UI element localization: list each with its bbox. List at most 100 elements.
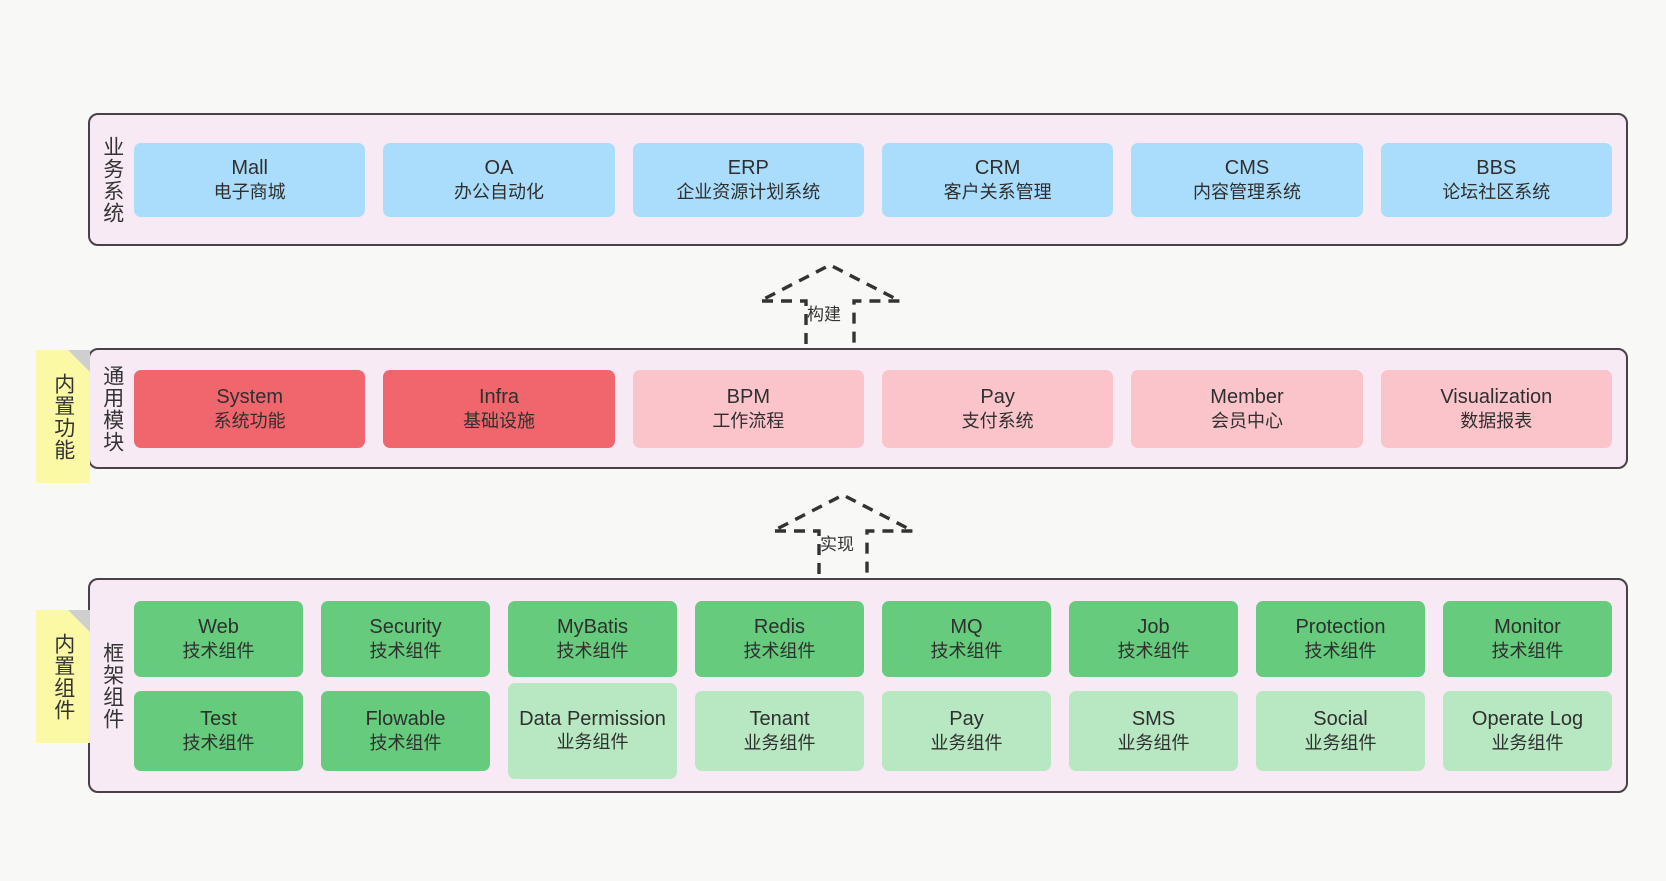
node-title: Test	[200, 707, 237, 730]
sticky-note-label: 内置组件	[51, 632, 75, 721]
node-subtitle: 支付系统	[961, 410, 1034, 431]
node-cms[interactable]: CMS 内容管理系统	[1131, 142, 1363, 217]
node-job[interactable]: Job 技术组件	[1069, 600, 1238, 677]
node-sms[interactable]: SMS 业务组件	[1069, 690, 1238, 771]
node-row: Web 技术组件 Security 技术组件 MyBatis 技术组件 Redi…	[134, 600, 1612, 677]
node-title: Member	[1210, 385, 1284, 408]
node-subtitle: 企业资源计划系统	[676, 181, 821, 202]
node-mall[interactable]: Mall 电子商城	[134, 142, 366, 217]
node-row: Mall 电子商城 OA 办公自动化 ERP 企业资源计划系统 CRM 客户关系…	[134, 142, 1612, 217]
node-title: Pay	[949, 707, 984, 730]
node-title: MQ	[950, 615, 983, 638]
node-subtitle: 技术组件	[743, 640, 816, 661]
node-row: Test 技术组件 Flowable 技术组件 Data Permission …	[134, 682, 1612, 779]
node-title: Visualization	[1440, 385, 1553, 408]
node-subtitle: 业务组件	[556, 731, 629, 752]
node-monitor[interactable]: Monitor 技术组件	[1443, 600, 1612, 677]
node-crm[interactable]: CRM 客户关系管理	[881, 142, 1114, 217]
node-subtitle: 业务组件	[743, 732, 816, 753]
node-tenant[interactable]: Tenant 业务组件	[695, 690, 864, 771]
node-subtitle: 业务组件	[1491, 732, 1564, 753]
node-title: SMS	[1131, 707, 1176, 730]
node-title: BPM	[726, 385, 770, 408]
node-subtitle: 业务组件	[1304, 732, 1377, 753]
node-title: CMS	[1224, 156, 1270, 179]
node-subtitle: 论坛社区系统	[1442, 181, 1551, 202]
node-title: Redis	[753, 615, 806, 638]
layer-label-common-module: 通用模块	[100, 364, 124, 453]
node-row: System 系统功能 Infra 基础设施 BPM 工作流程 Pay 支付系统…	[134, 369, 1612, 448]
arrow-implement: 实现	[770, 492, 916, 575]
layer-body-business-system: Mall 电子商城 OA 办公自动化 ERP 企业资源计划系统 CRM 客户关系…	[134, 115, 1626, 244]
arrow-build-shape	[759, 263, 901, 344]
layer-body-common-module: System 系统功能 Infra 基础设施 BPM 工作流程 Pay 支付系统…	[134, 350, 1626, 467]
node-title: CRM	[974, 156, 1021, 179]
node-subtitle: 业务组件	[1117, 732, 1190, 753]
node-subtitle: 技术组件	[369, 732, 442, 753]
node-title: Web	[198, 615, 239, 638]
node-subtitle: 会员中心	[1210, 410, 1283, 431]
node-protection[interactable]: Protection 技术组件	[1256, 600, 1425, 677]
node-title: MyBatis	[556, 615, 629, 638]
node-subtitle: 办公自动化	[453, 181, 544, 202]
node-subtitle: 技术组件	[1117, 640, 1190, 661]
node-operate-log[interactable]: Operate Log 业务组件	[1443, 690, 1612, 771]
layer-label-framework-component: 框架组件	[100, 641, 124, 730]
node-bbs[interactable]: BBS 论坛社区系统	[1380, 142, 1612, 217]
node-title: Pay	[980, 385, 1015, 408]
node-erp[interactable]: ERP 企业资源计划系统	[632, 142, 864, 217]
node-title: Social	[1313, 707, 1368, 730]
layer-label-business-system: 业务系统	[100, 135, 124, 224]
node-subtitle: 业务组件	[930, 732, 1003, 753]
arrow-implement-shape	[772, 493, 914, 574]
node-subtitle: 数据报表	[1460, 410, 1533, 431]
layer-framework-component: 框架组件 Web 技术组件 Security 技术组件 MyBatis 技术组件…	[88, 578, 1628, 793]
sticky-note-label: 内置功能	[51, 372, 75, 461]
node-subtitle: 内容管理系统	[1192, 181, 1301, 202]
node-subtitle: 技术组件	[182, 640, 255, 661]
node-bpm[interactable]: BPM 工作流程	[632, 369, 864, 448]
arrow-build: 构建	[757, 262, 903, 345]
layer-business-system: 业务系统 Mall 电子商城 OA 办公自动化 ERP 企业资源计划系统 CRM…	[88, 113, 1628, 246]
layer-common-module: 通用模块 System 系统功能 Infra 基础设施 BPM 工作流程 Pay…	[88, 348, 1628, 469]
sticky-note-builtin-component: 内置组件	[36, 610, 90, 743]
node-test[interactable]: Test 技术组件	[134, 690, 303, 771]
node-title: OA	[484, 156, 514, 179]
node-title: Operate Log	[1471, 707, 1584, 730]
node-social[interactable]: Social 业务组件	[1256, 690, 1425, 771]
node-title: System	[216, 385, 283, 408]
node-subtitle: 技术组件	[182, 732, 255, 753]
node-visualization[interactable]: Visualization 数据报表	[1380, 369, 1612, 448]
node-title: BBS	[1476, 156, 1517, 179]
node-oa[interactable]: OA 办公自动化	[383, 142, 615, 217]
node-flowable[interactable]: Flowable 技术组件	[321, 690, 490, 771]
node-title: Infra	[478, 385, 519, 408]
node-subtitle: 电子商城	[213, 181, 286, 202]
node-member[interactable]: Member 会员中心	[1131, 369, 1363, 448]
node-pay[interactable]: Pay 支付系统	[881, 369, 1114, 448]
node-mq[interactable]: MQ 技术组件	[882, 600, 1051, 677]
node-pay-business[interactable]: Pay 业务组件	[882, 690, 1051, 771]
arrow-implement-label: 实现	[820, 535, 854, 554]
node-title: Data Permission	[519, 707, 666, 730]
node-data-permission[interactable]: Data Permission 业务组件	[508, 682, 677, 779]
node-title: Monitor	[1494, 615, 1561, 638]
node-redis[interactable]: Redis 技术组件	[695, 600, 864, 677]
node-infra[interactable]: Infra 基础设施	[383, 369, 615, 448]
node-security[interactable]: Security 技术组件	[321, 600, 490, 677]
node-web[interactable]: Web 技术组件	[134, 600, 303, 677]
node-title: Flowable	[365, 707, 446, 730]
node-subtitle: 系统功能	[213, 410, 286, 431]
node-title: Tenant	[749, 707, 810, 730]
node-title: Job	[1137, 615, 1170, 638]
node-subtitle: 客户关系管理	[943, 181, 1052, 202]
node-mybatis[interactable]: MyBatis 技术组件	[508, 600, 677, 677]
node-subtitle: 技术组件	[556, 640, 629, 661]
node-system[interactable]: System 系统功能	[134, 369, 366, 448]
sticky-note-builtin-feature: 内置功能	[36, 350, 90, 483]
layer-body-framework-component: Web 技术组件 Security 技术组件 MyBatis 技术组件 Redi…	[134, 580, 1626, 791]
node-title: Security	[369, 615, 442, 638]
node-subtitle: 技术组件	[369, 640, 442, 661]
node-subtitle: 基础设施	[462, 410, 535, 431]
